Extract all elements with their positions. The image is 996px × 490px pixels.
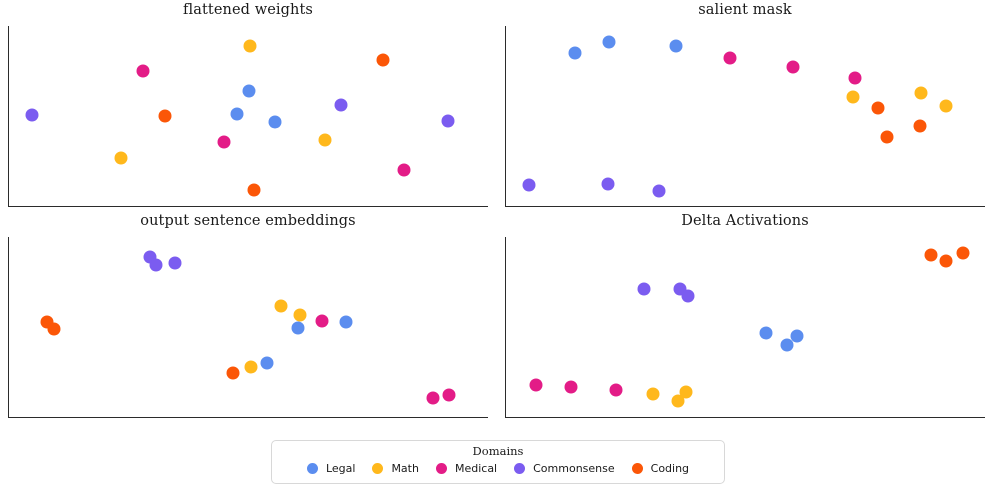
scatter-point	[442, 388, 456, 402]
legend-entry-label: Coding	[650, 462, 690, 475]
legend-entry-math[interactable]: Math	[372, 462, 419, 475]
legend-marker-icon	[372, 463, 384, 474]
scatter-point	[880, 130, 894, 144]
scatter-point	[244, 360, 258, 374]
scatter-point	[226, 366, 240, 380]
scatter-point	[609, 383, 623, 397]
scatter-point	[339, 315, 353, 329]
scatter-point	[441, 114, 455, 128]
scatter-point	[260, 356, 274, 370]
panel-salient-mask: salient mask	[505, 2, 985, 207]
legend-entry-coding[interactable]: Coding	[631, 462, 690, 475]
scatter-point	[318, 133, 332, 147]
panel-title-0: flattened weights	[183, 2, 313, 18]
scatter-point	[149, 258, 163, 272]
scatter-point	[243, 39, 257, 53]
scatter-point	[274, 299, 288, 313]
scatter-point	[568, 46, 582, 60]
legend-entry-legal[interactable]: Legal	[306, 462, 356, 475]
legend-items: Legal Math Medical Commonsense Coding	[272, 462, 724, 475]
panel-output-sentence-embeddings: output sentence embeddings	[8, 213, 488, 418]
legend-entry-commonsense[interactable]: Commonsense	[514, 462, 615, 475]
scatter-point	[780, 338, 794, 352]
scatter-point	[681, 289, 695, 303]
legend-marker-icon	[514, 463, 526, 474]
scatter-point	[529, 378, 543, 392]
scatter-point	[723, 51, 737, 65]
plot-area-2	[8, 237, 488, 418]
scatter-point	[956, 246, 970, 260]
scatter-point	[247, 183, 261, 197]
scatter-point	[924, 248, 938, 262]
scatter-point	[913, 119, 927, 133]
scatter-point	[268, 115, 282, 129]
panel-title-3: Delta Activations	[681, 213, 809, 229]
scatter-point	[601, 177, 615, 191]
scatter-point	[759, 326, 773, 340]
scatter-point	[652, 184, 666, 198]
scatter-point	[671, 394, 685, 408]
scatter-point	[47, 322, 61, 336]
scatter-point	[397, 163, 411, 177]
scatter-point	[669, 39, 683, 53]
scatter-point	[426, 391, 439, 405]
scatter-point	[848, 71, 862, 85]
legend-entry-label: Legal	[325, 462, 356, 475]
scatter-point	[564, 380, 578, 394]
legend-entry-label: Commonsense	[533, 462, 615, 475]
scatter-point	[914, 86, 928, 100]
panel-title-1: salient mask	[698, 2, 792, 18]
scatter-point	[168, 256, 182, 270]
scatter-point	[334, 98, 347, 112]
scatter-point	[871, 101, 885, 115]
scatter-point	[293, 308, 307, 322]
scatter-point	[217, 135, 231, 149]
legend: Domains Legal Math Medical Commonsense Codin…	[271, 440, 725, 484]
plot-area-1	[505, 26, 985, 207]
plot-area-0	[8, 26, 488, 207]
scatter-point	[846, 90, 860, 104]
scatter-point	[679, 385, 693, 399]
scatter-point	[136, 64, 149, 78]
panel-flattened-weights: flattened weights	[8, 2, 488, 207]
legend-entry-label: Medical	[454, 462, 498, 475]
scatter-point	[939, 254, 953, 268]
panel-title-2: output sentence embeddings	[140, 213, 356, 229]
scatter-point	[291, 321, 305, 335]
scatter-point	[158, 109, 172, 123]
scatter-point	[939, 99, 953, 113]
legend-marker-icon	[435, 463, 447, 474]
legend-title: Domains	[472, 444, 524, 458]
scatter-point	[376, 53, 390, 67]
scatter-point	[230, 107, 244, 121]
scatter-point	[602, 35, 616, 49]
scatter-point	[315, 314, 329, 328]
legend-marker-icon	[306, 463, 318, 474]
plot-area-3	[505, 237, 985, 418]
legend-marker-icon	[631, 463, 643, 474]
scatter-point	[786, 60, 800, 74]
panel-delta-activations: Delta Activations	[505, 213, 985, 418]
scatter-point	[637, 282, 651, 296]
scatter-point	[114, 151, 128, 165]
legend-entry-medical[interactable]: Medical	[435, 462, 498, 475]
scatter-point	[790, 329, 804, 343]
legend-entry-label: Math	[391, 462, 419, 475]
scatter-point	[646, 387, 660, 401]
scatter-point	[25, 108, 39, 122]
scatter-point	[242, 84, 256, 98]
scatter-point	[522, 178, 536, 192]
